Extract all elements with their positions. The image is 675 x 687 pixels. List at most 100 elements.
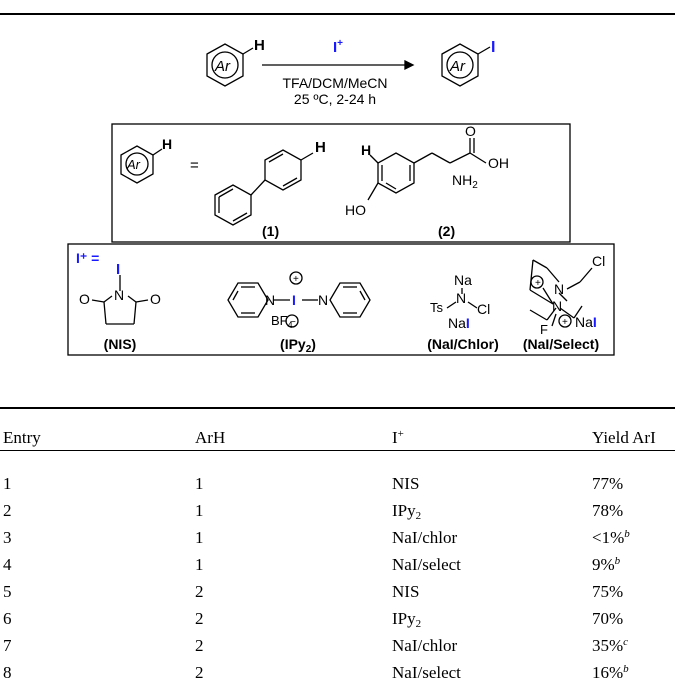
table-row: 3 1 NaI/chlor <1%b	[0, 528, 675, 552]
cell-yield: 16%b	[592, 663, 629, 682]
footnote-mark: b	[614, 555, 621, 567]
cell-yield: 78%	[592, 501, 624, 520]
header-rule	[0, 450, 675, 451]
cell-yield: 9%b	[592, 555, 621, 574]
table-header: Entry ArH I+ Yield ArI	[0, 428, 675, 452]
cell-reagent: NIS	[392, 474, 420, 493]
i-label-product: I	[491, 39, 495, 56]
cell-arh: 2	[195, 609, 204, 628]
substrate-box	[111, 123, 571, 243]
ar-label-reactant: Ar	[214, 58, 231, 75]
iplus-equals-label: I⁺ =	[76, 250, 99, 266]
svg-text:H: H	[361, 142, 371, 158]
cell-reagent: IPy2	[392, 501, 422, 522]
header-arh: ArH	[195, 428, 226, 447]
cell-reagent: NaI/chlor	[392, 528, 458, 547]
reagent-label-ipy2: (IPy2)	[280, 336, 316, 355]
svg-text:NaI: NaI	[575, 314, 597, 330]
table-row: 5 2 NIS 75%	[0, 582, 675, 606]
arene-ring-product	[441, 43, 479, 87]
header-yield: Yield ArI	[592, 428, 656, 447]
cell-entry: 6	[3, 609, 12, 628]
cell-yield: 77%	[592, 474, 624, 493]
footnote-mark: c	[623, 636, 629, 648]
arene-ring-reactant	[206, 43, 244, 87]
cell-arh: 1	[195, 474, 204, 493]
svg-text:H: H	[315, 139, 326, 156]
svg-text:N: N	[265, 292, 275, 308]
svg-text:H: H	[162, 136, 172, 152]
cell-arh: 2	[195, 663, 204, 682]
footnote-mark: b	[623, 663, 629, 675]
svg-text:+: +	[535, 278, 541, 289]
svg-text:+: +	[293, 274, 299, 285]
reaction-scheme: + + + − Ar H I+ TFA/DCM/MeCN 25 ºC, 2-24…	[67, 37, 615, 356]
header-entry: Entry	[3, 428, 41, 447]
cell-yield: <1%b	[592, 528, 630, 547]
table-top-rule	[0, 407, 675, 409]
cell-arh: 1	[195, 528, 204, 547]
conditions-line-2: 25 ºC, 2-24 h	[294, 91, 376, 107]
biphenyl-ring-a	[214, 184, 252, 226]
biphenyl-ring-b	[264, 149, 302, 191]
svg-text:O: O	[150, 291, 161, 307]
reagent-label-select: (NaI/Select)	[523, 336, 599, 352]
equals-sign: =	[190, 157, 199, 174]
reagent-label-chlor: (NaI/Chlor)	[427, 336, 499, 352]
svg-text:+: +	[562, 317, 568, 328]
conditions-line-1: TFA/DCM/MeCN	[283, 75, 388, 91]
svg-text:O: O	[79, 291, 90, 307]
cell-reagent: NaI/select	[392, 663, 461, 682]
svg-text:N: N	[552, 298, 562, 314]
cell-entry: 1	[3, 474, 12, 493]
cell-arh: 2	[195, 636, 204, 655]
svg-text:Na: Na	[454, 272, 472, 288]
svg-text:N: N	[318, 292, 328, 308]
svg-text:Ts: Ts	[430, 300, 444, 315]
top-rule	[0, 13, 675, 15]
svg-text:I: I	[292, 292, 296, 308]
table-row: 6 2 IPy2 70%	[0, 609, 675, 633]
svg-text:O: O	[465, 123, 476, 139]
table-row: 1 1 NIS 77%	[0, 474, 675, 498]
header-reagent: I+	[392, 428, 404, 447]
svg-text:I: I	[116, 261, 120, 278]
svg-text:Cl: Cl	[477, 301, 490, 317]
svg-text:N: N	[114, 287, 124, 303]
cell-yield: 75%	[592, 582, 624, 601]
cell-arh: 1	[195, 501, 204, 520]
iplus-reagent-label: I+	[333, 38, 343, 56]
svg-text:HO: HO	[345, 202, 366, 218]
svg-text:Ar: Ar	[126, 157, 141, 172]
svg-text:N: N	[456, 290, 466, 306]
substrate-2-label: (2)	[438, 223, 455, 239]
svg-text:OH: OH	[488, 155, 509, 171]
cell-yield: 35%c	[592, 636, 629, 655]
cell-entry: 2	[3, 501, 12, 520]
cell-entry: 3	[3, 528, 12, 547]
cell-yield: 70%	[592, 609, 624, 628]
cell-reagent: IPy2	[392, 609, 422, 630]
cell-reagent: NaI/select	[392, 555, 461, 574]
cell-reagent: NIS	[392, 582, 420, 601]
substrate-1-label: (1)	[262, 223, 279, 239]
cell-arh: 1	[195, 555, 204, 574]
h-label-reactant: H	[254, 37, 265, 54]
svg-text:Cl: Cl	[592, 253, 605, 269]
svg-text:NH2: NH2	[452, 172, 478, 191]
svg-text:BF4: BF4	[271, 313, 293, 330]
svg-text:N: N	[554, 281, 564, 297]
cell-arh: 2	[195, 582, 204, 601]
cell-entry: 8	[3, 663, 12, 682]
tyrosine-ring	[377, 152, 415, 194]
table-row: 4 1 NaI/select 9%b	[0, 555, 675, 579]
svg-text:NaI: NaI	[448, 315, 470, 331]
svg-text:F: F	[540, 322, 548, 337]
cell-entry: 4	[3, 555, 12, 574]
footnote-mark: b	[624, 528, 630, 540]
table-row: 8 2 NaI/select 16%b	[0, 663, 675, 687]
cell-entry: 5	[3, 582, 12, 601]
arene-circle-reactant	[211, 51, 239, 79]
cell-entry: 7	[3, 636, 12, 655]
